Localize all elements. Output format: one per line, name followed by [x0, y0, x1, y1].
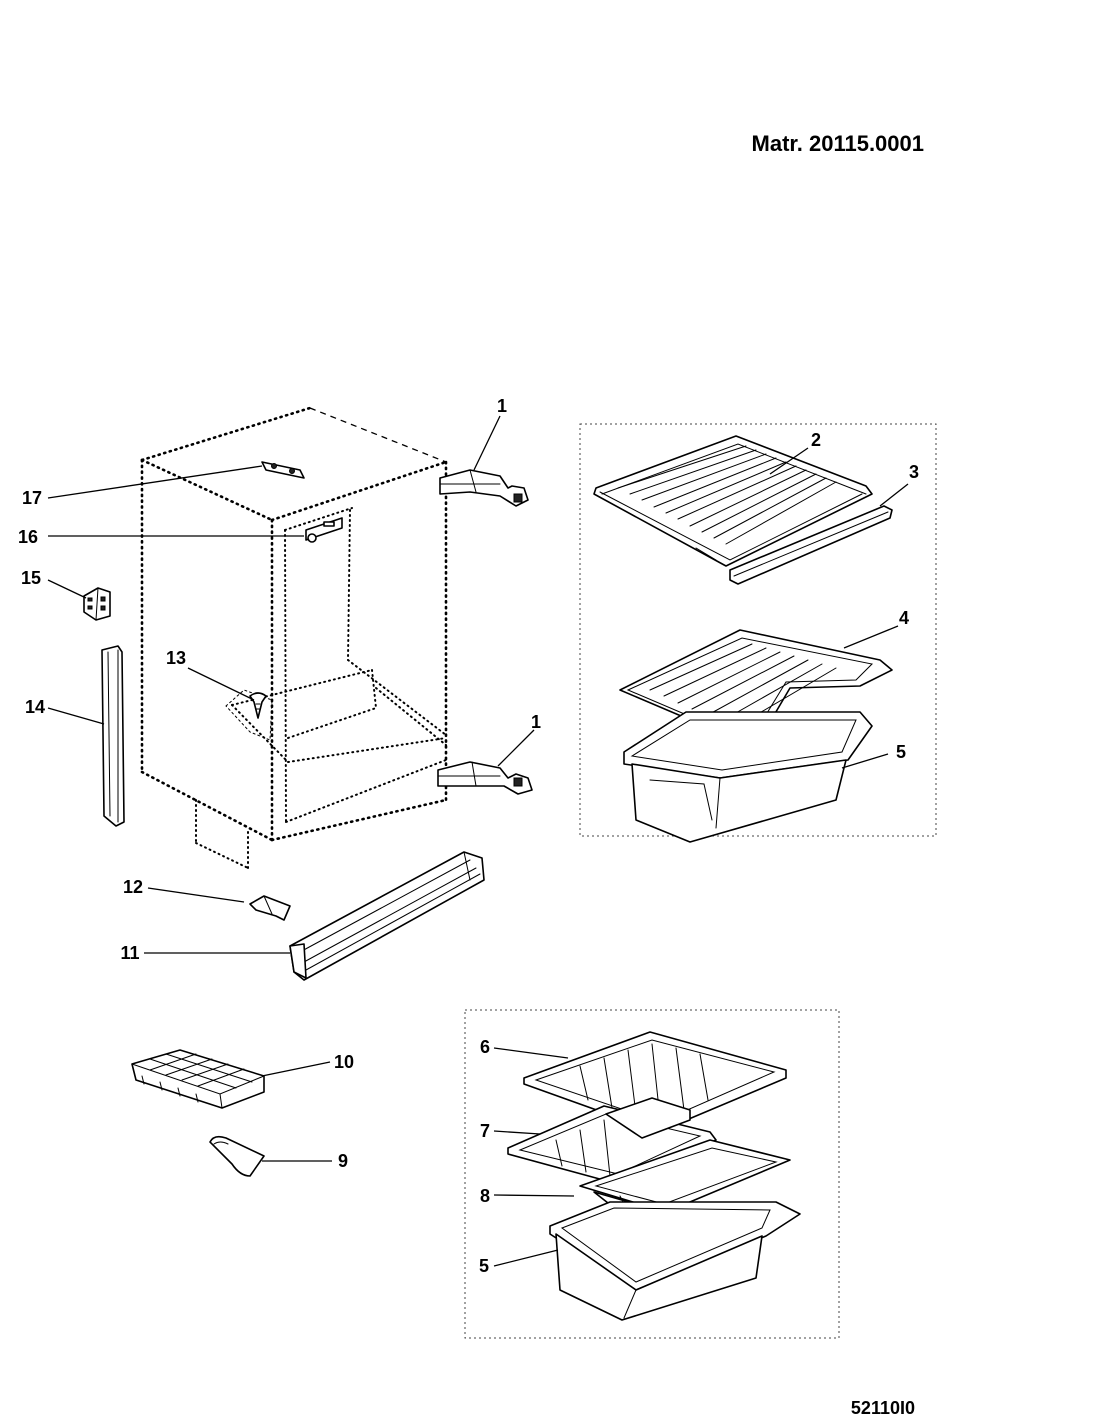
lower-door-hinge — [437, 761, 533, 795]
cover-clip — [249, 895, 291, 921]
callout-1-upper: 1 — [497, 396, 507, 416]
wire-shelf — [593, 435, 873, 567]
callout-15: 15 — [21, 568, 41, 588]
callout-11: 11 — [120, 943, 139, 963]
shelf-front-trim — [729, 505, 893, 585]
ice-scraper — [209, 1135, 265, 1177]
door-catch-plate — [305, 517, 343, 543]
cabinet-outline — [140, 406, 448, 869]
callout-6: 6 — [480, 1037, 490, 1057]
leader-lines — [47, 415, 909, 1267]
top-fixing-plate — [261, 461, 305, 479]
callout-10: 10 — [334, 1052, 354, 1072]
callout-14: 14 — [25, 697, 45, 717]
callout-4: 4 — [899, 608, 909, 628]
callout-16: 16 — [18, 527, 38, 547]
ice-cube-tray — [131, 1049, 265, 1109]
drawer-cover-shelf — [523, 1031, 787, 1133]
callout-8: 8 — [480, 1186, 490, 1206]
mounting-bracket — [83, 587, 111, 621]
upper-door-hinge — [439, 469, 529, 507]
callout-7: 7 — [480, 1121, 490, 1141]
callout-5-upper: 5 — [896, 742, 906, 762]
shelf-group-frame-upper — [579, 423, 937, 837]
callout-3: 3 — [909, 462, 919, 482]
callout-5-lower: 5 — [479, 1256, 489, 1276]
callout-labels: 1 2 3 4 5 1 17 16 15 14 13 12 11 10 9 6 … — [18, 396, 919, 1276]
thermostat-knob — [225, 689, 273, 741]
callout-12: 12 — [123, 877, 143, 897]
callout-17: 17 — [22, 488, 42, 508]
crisper-drawer-lower — [549, 1201, 801, 1321]
material-number: Matr. 20115.0001 — [752, 131, 924, 156]
middle-drawer-shelf — [507, 1097, 717, 1185]
door-bottom-trim-bar — [289, 851, 485, 981]
vertical-trim-strip — [101, 645, 125, 827]
callout-1-lower: 1 — [531, 712, 541, 732]
crisper-drawer-upper — [623, 711, 873, 843]
callout-9: 9 — [338, 1151, 348, 1171]
shelf-group-frame-lower — [464, 1009, 840, 1339]
callout-13: 13 — [166, 648, 186, 668]
drawing-code: 52110I0 — [851, 1398, 915, 1418]
callout-2: 2 — [811, 430, 821, 450]
